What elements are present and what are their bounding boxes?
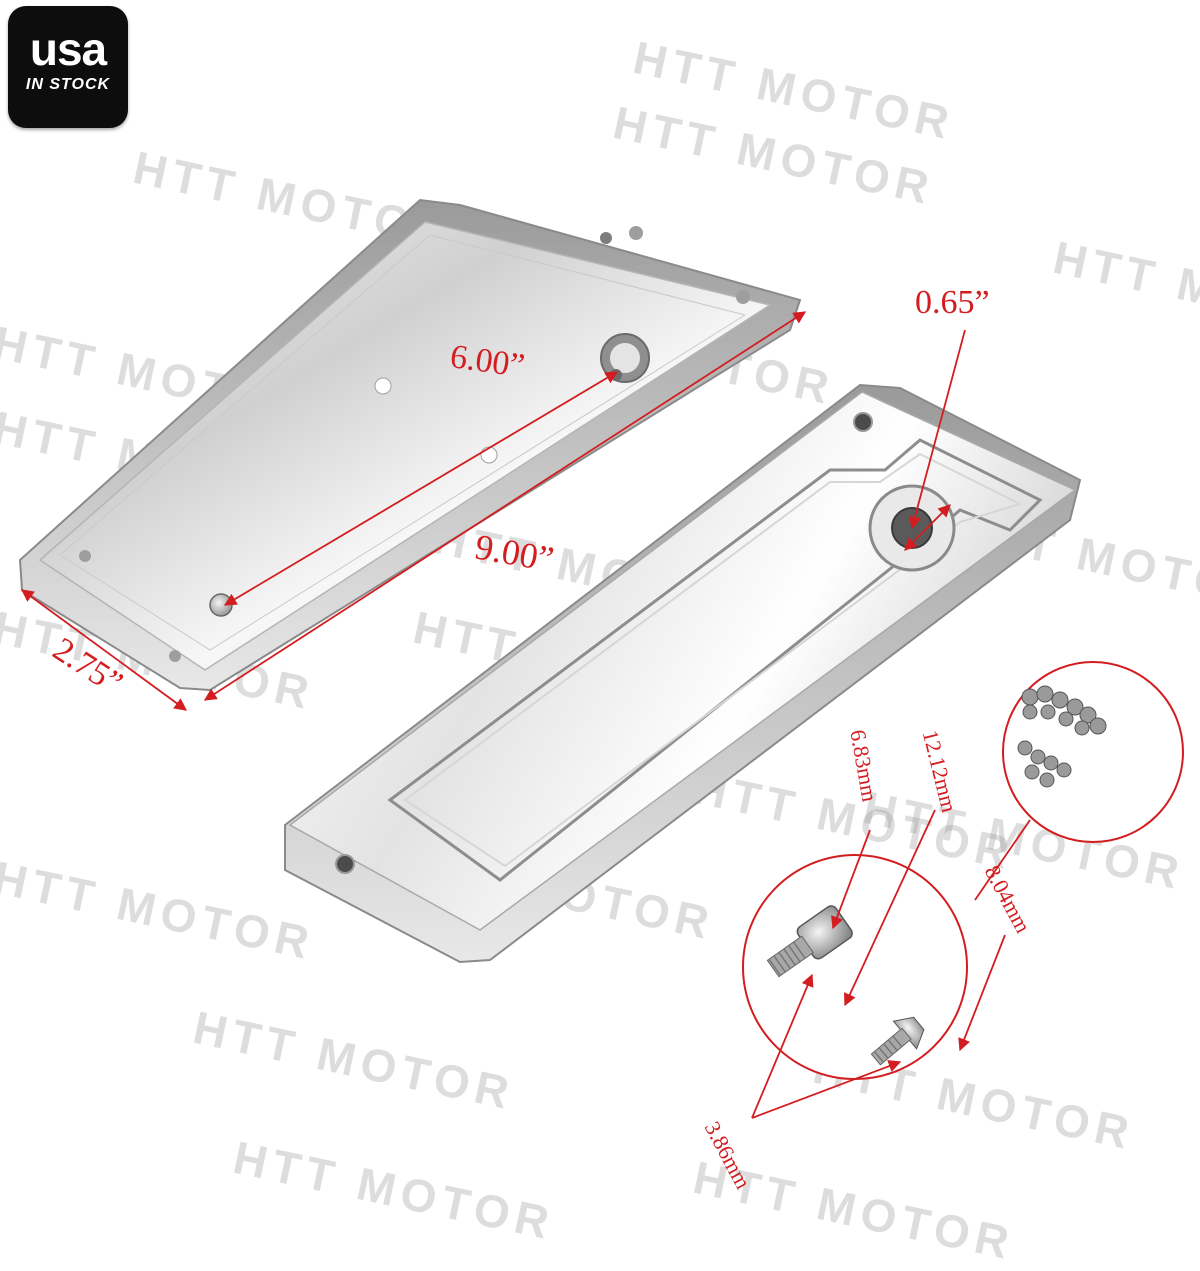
- product-photo: [18, 198, 1184, 1119]
- dimension-lines: [20, 311, 1031, 1119]
- badge-country: usa: [29, 23, 107, 75]
- hardware-inset-small: [1002, 661, 1184, 843]
- usa-in-stock-badge: usa IN STOCK: [8, 6, 128, 128]
- dim-hole-diameter: 0.65”: [915, 284, 990, 321]
- product-image: HTT MOTOR HTT MOTOR HTT MOTOR HTT MOTOR …: [0, 6, 1200, 1270]
- badge-stock-label: IN STOCK: [25, 76, 111, 93]
- hardware-inset-large: [742, 854, 968, 1080]
